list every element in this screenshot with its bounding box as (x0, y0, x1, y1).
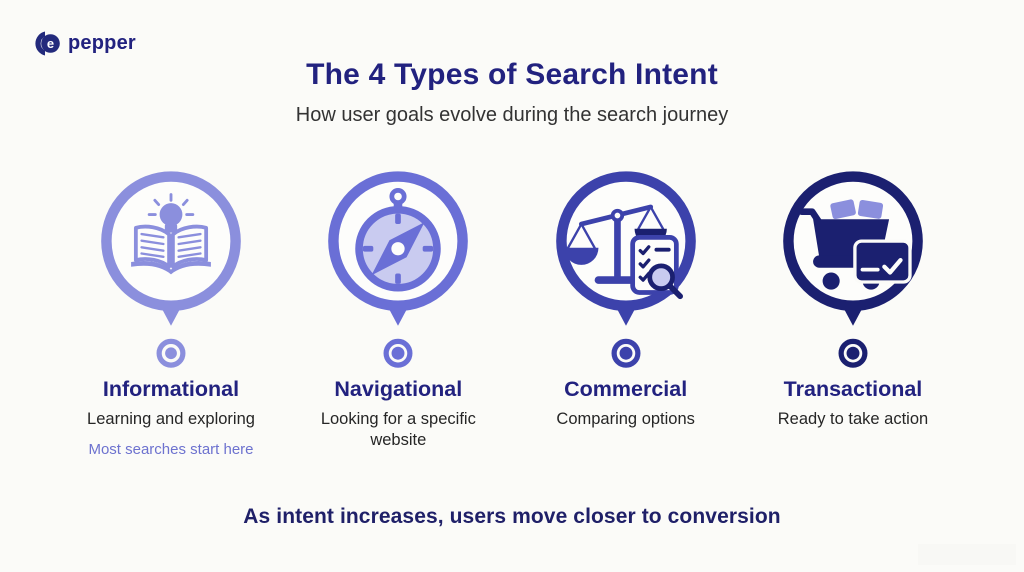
header: The 4 Types of Search Intent How user go… (0, 58, 1024, 127)
intent-label: Navigational (334, 377, 463, 402)
book-lightbulb-icon (101, 171, 241, 368)
intent-description: Ready to take action (777, 410, 929, 429)
intent-column-transactional: Transactional Ready to take action (744, 168, 962, 458)
watermark-blur (918, 544, 1016, 565)
pepper-logo-icon: e (35, 31, 60, 56)
conversion-takeaway: As intent increases, users move closer t… (243, 505, 781, 528)
intent-label: Commercial (564, 377, 688, 402)
intent-description: Learning and exploring (87, 410, 255, 429)
intent-label: Transactional (783, 377, 923, 402)
intent-description: Looking for a specific website (320, 410, 476, 450)
svg-text:e: e (47, 36, 54, 51)
intent-label: Informational (102, 377, 240, 402)
cart-credit-card-icon (783, 171, 923, 368)
pepper-logo: e pepper (34, 30, 136, 57)
scales-checklist-magnifier-icon (555, 171, 696, 368)
page-subtitle: How user goals evolve during the search … (295, 104, 729, 126)
intent-columns: Informational Learning and exploring Mos… (62, 168, 962, 458)
intent-column-informational: Informational Learning and exploring Mos… (62, 168, 280, 458)
intent-note: Most searches start here (88, 441, 254, 459)
intent-column-navigational: Navigational Looking for a specific webs… (289, 168, 507, 458)
intent-description: Comparing options (556, 410, 695, 429)
page-title: The 4 Types of Search Intent (306, 58, 718, 91)
pepper-logo-text: pepper (68, 32, 136, 54)
intent-column-commercial: Commercial Comparing options (517, 168, 735, 458)
compass-icon (328, 171, 469, 368)
